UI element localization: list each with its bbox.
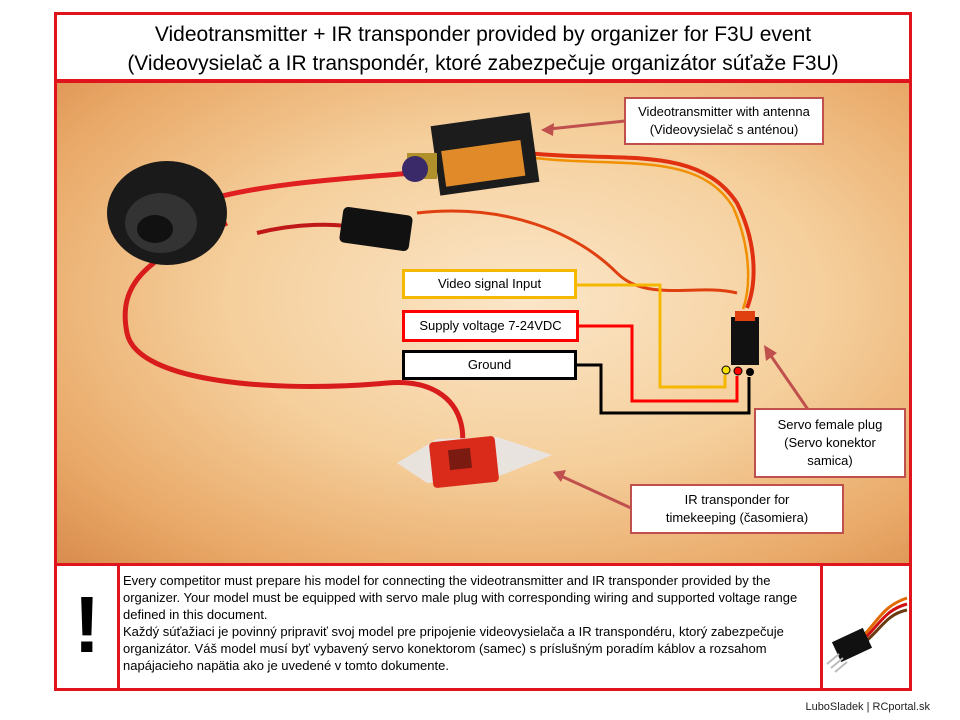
- callout-servo-plug-line2: (Servo konektor: [784, 435, 876, 450]
- arrow-videotransmitter: [548, 119, 626, 131]
- pin-signal: [721, 365, 731, 375]
- signal-line: [575, 283, 727, 389]
- notice-box: ! Every competitor must prepare his mode…: [54, 563, 912, 691]
- product-photo: Videotransmitter with antenna (Videovysi…: [54, 80, 912, 566]
- arrow-servo-plug: [767, 352, 811, 412]
- callout-supply-voltage: Supply voltage 7-24VDC: [402, 310, 579, 342]
- callout-video-signal-label: Video signal Input: [437, 276, 542, 291]
- title-line-2: (Videovysielač a IR transpondér, ktoré z…: [127, 52, 839, 75]
- credit: LuboSladek | RCportal.sk: [805, 701, 930, 713]
- red-cable-antenna: [196, 170, 413, 206]
- photo-illustration: [107, 112, 811, 510]
- title-box: Videotransmitter + IR transponder provid…: [54, 12, 912, 82]
- exclamation-icon: !: [73, 580, 101, 669]
- callout-ir-transponder-line1: IR transponder for: [684, 492, 790, 507]
- supply-line: [579, 324, 739, 403]
- pin-supply: [733, 366, 743, 376]
- black-connector: [339, 206, 413, 252]
- callout-servo-plug-line3: samica): [807, 453, 853, 468]
- notice-english: Every competitor must prepare his model …: [123, 573, 798, 622]
- callout-videotransmitter-line2: (Videovysielač s anténou): [649, 122, 799, 137]
- notice-text: Every competitor must prepare his model …: [123, 572, 819, 674]
- title-line-1: Videotransmitter + IR transponder provid…: [154, 23, 812, 46]
- callout-video-signal: Video signal Input: [402, 269, 577, 299]
- callout-servo-plug-line1: Servo female plug: [777, 417, 883, 432]
- callout-ir-transponder: IR transponder for timekeeping (časomier…: [630, 484, 844, 534]
- callout-ir-transponder-line2: timekeeping (časomiera): [665, 510, 809, 525]
- callout-ground-label: Ground: [467, 357, 512, 372]
- ground-line: [575, 363, 751, 415]
- callout-supply-voltage-label: Supply voltage 7-24VDC: [419, 318, 562, 333]
- notice-slovak: Každý súťažiaci je povinný pripraviť svo…: [123, 624, 784, 673]
- pin-ground: [746, 368, 754, 376]
- arrow-ir-transponder: [560, 474, 632, 510]
- servo-male-plug-cell: [820, 566, 912, 688]
- twisted-wire: [526, 151, 756, 309]
- callout-ground: Ground: [402, 350, 577, 380]
- exclamation-cell: !: [57, 566, 120, 688]
- callout-videotransmitter: Videotransmitter with antenna (Videovysi…: [624, 97, 824, 145]
- callout-servo-plug: Servo female plug (Servo konektor samica…: [754, 408, 906, 478]
- servo-male-plug-icon: [826, 596, 908, 673]
- servo-plug: [731, 317, 759, 365]
- red-cable: [122, 220, 466, 486]
- callout-videotransmitter-line1: Videotransmitter with antenna: [638, 104, 810, 119]
